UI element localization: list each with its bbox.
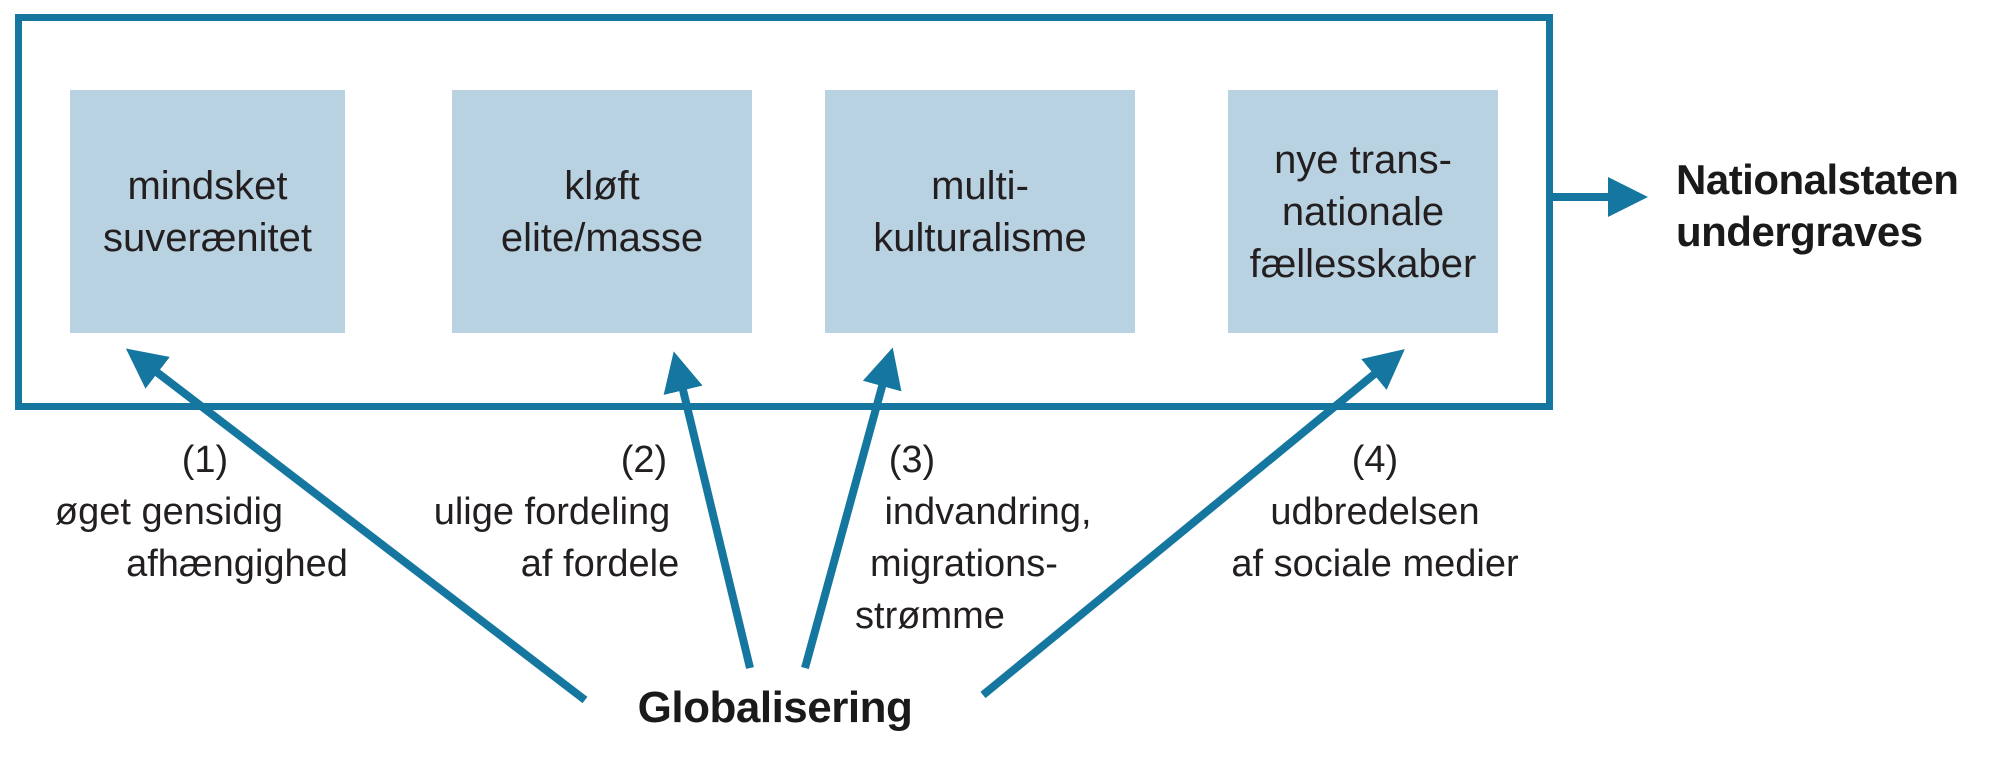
cause-number: (3) [888, 439, 936, 481]
effect-box-mindsket-suveraenitet: mindsket suverænitet [70, 90, 345, 333]
effect-box-text-line: fællesskaber [1249, 241, 1477, 286]
outcome-text-line: undergraves [1676, 208, 1923, 255]
effects-container-box [15, 14, 1553, 410]
cause-number: (4) [1351, 439, 1399, 481]
effect-box-text-line: elite/masse [500, 215, 704, 260]
effect-box-text-line: nye trans- [1274, 137, 1452, 182]
effect-box-transnationale-faellesskaber: nye trans- nationale fællesskaber [1228, 90, 1498, 333]
effect-box-text-line: suverænitet [103, 215, 312, 260]
cause-label-3: (3) indvandring, migrations- strømme [846, 434, 1091, 642]
cause-label-2: (2) ulige fordeling af fordele [434, 434, 719, 590]
cause-text-line: af sociale medier [1231, 543, 1519, 585]
effect-box-multikulturalisme: multi- kulturalisme [825, 90, 1135, 333]
effect-box-text-line: multi- [931, 163, 1029, 208]
effect-box-text-line: kløft [564, 163, 640, 208]
cause-text-line: afhængighed [126, 543, 348, 585]
cause-label-4: (4) udbredelsen af sociale medier [1231, 434, 1518, 590]
cause-text-line: udbredelsen [1270, 491, 1480, 533]
effect-box-kloeft-elite-masse: kløft elite/masse [452, 90, 752, 333]
cause-number: (1) [181, 439, 229, 481]
cause-number: (2) [620, 439, 668, 481]
cause-label-1: (1) øget gensidig afhængighed [55, 434, 348, 590]
cause-text-line: indvandring, [884, 491, 1092, 533]
outcome-text-line: Nationalstaten [1676, 156, 1959, 203]
cause-text-line: øget gensidig [54, 491, 284, 533]
cause-text-line: ulige fordeling [433, 491, 671, 533]
cause-text-line: strømme [855, 595, 1005, 637]
cause-text-line: migrations- [870, 543, 1058, 585]
source-label-globalisering: Globalisering [637, 683, 913, 732]
effect-box-text-line: kulturalisme [873, 215, 1087, 260]
effect-box-text-line: nationale [1281, 189, 1445, 234]
effect-box-text-line: mindsket [127, 163, 288, 208]
outcome-label-nationalstaten-undergraves: Nationalstaten undergraves [1676, 154, 1959, 258]
cause-text-line: af fordele [520, 543, 680, 585]
